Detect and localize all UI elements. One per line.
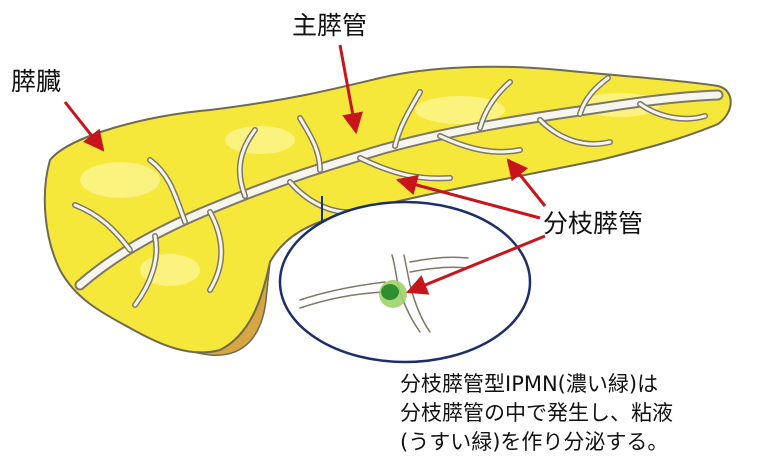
caption-line: (うすい緑)を作り分泌する。 bbox=[400, 428, 673, 457]
caption-line: 分枝膵管型IPMN(濃い緑)は bbox=[400, 370, 673, 399]
ipmn-dark-green bbox=[381, 284, 399, 300]
label-main-duct: 主膵管 bbox=[292, 6, 367, 42]
label-pancreas: 膵臓 bbox=[11, 62, 61, 98]
caption-line: 分枝膵管の中で発生し、粘液 bbox=[400, 399, 673, 428]
callout-ellipse bbox=[280, 202, 530, 362]
label-branch-duct: 分枝膵管 bbox=[543, 204, 643, 240]
caption: 分枝膵管型IPMN(濃い緑)は 分枝膵管の中で発生し、粘液 (うすい緑)を作り分… bbox=[400, 370, 673, 457]
